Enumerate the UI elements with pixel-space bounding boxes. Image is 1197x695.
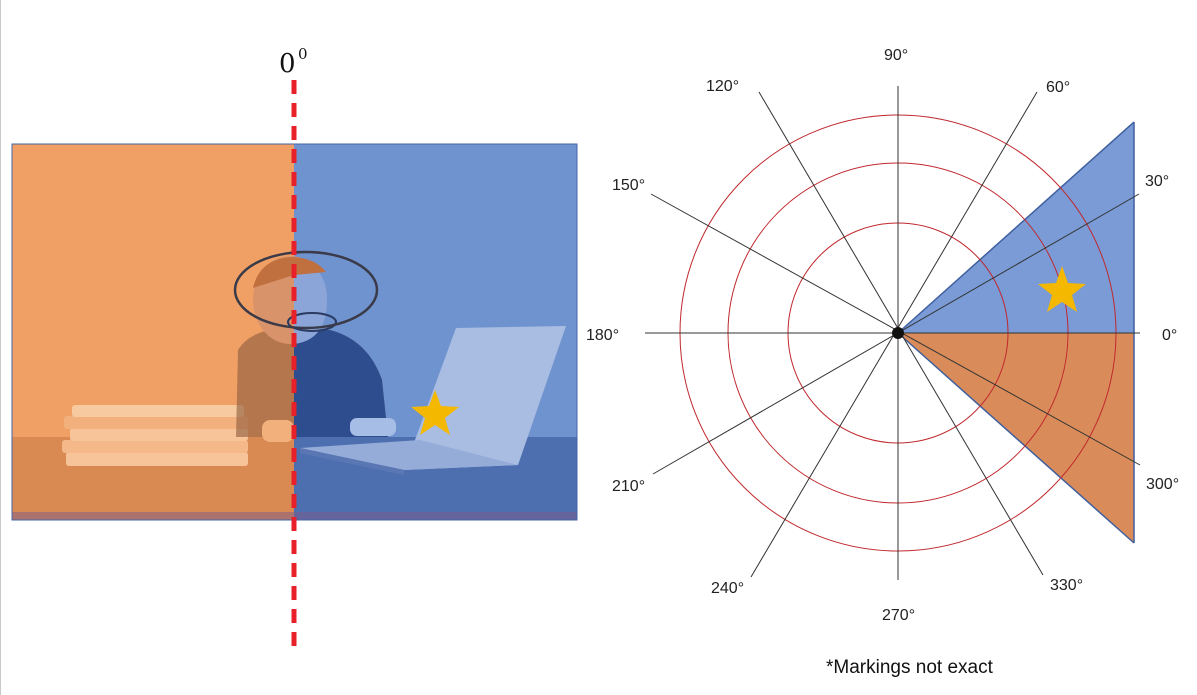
angle-label-210: 210°: [612, 478, 645, 495]
photo-panel: [12, 144, 577, 520]
angle-label-150: 150°: [612, 177, 645, 194]
laptop: [300, 326, 566, 475]
angle-label-270: 270°: [882, 607, 915, 624]
zero-degree-label: 0: [279, 49, 296, 79]
angle-label-90: 90°: [884, 47, 908, 64]
head-rotation-ring: [233, 250, 379, 330]
angle-label-30: 30°: [1145, 173, 1169, 190]
polar-star-icon: [1038, 266, 1086, 312]
desk-edge: [12, 512, 577, 520]
angle-label-240: 240°: [711, 580, 744, 597]
window-left-border: [0, 0, 1, 695]
angle-label-60: 60°: [1046, 79, 1070, 96]
paper-stack: [62, 405, 248, 466]
angle-label-330: 330°: [1050, 577, 1083, 594]
photo-star-icon: [411, 390, 459, 435]
zero-degree-superscript: 0: [298, 45, 308, 63]
footnote: *Markings not exact: [826, 657, 993, 678]
child-figure: [236, 256, 396, 442]
angle-label-180: 180°: [586, 327, 619, 344]
angle-label-120: 120°: [706, 78, 739, 95]
angle-label-0: 0°: [1162, 327, 1177, 344]
polar-center-dot: [892, 327, 904, 339]
angle-label-300: 300°: [1146, 476, 1179, 493]
polar-diagram: 0° 30° 60° 90° 120° 150° 180° 210° 240° …: [586, 47, 1179, 624]
